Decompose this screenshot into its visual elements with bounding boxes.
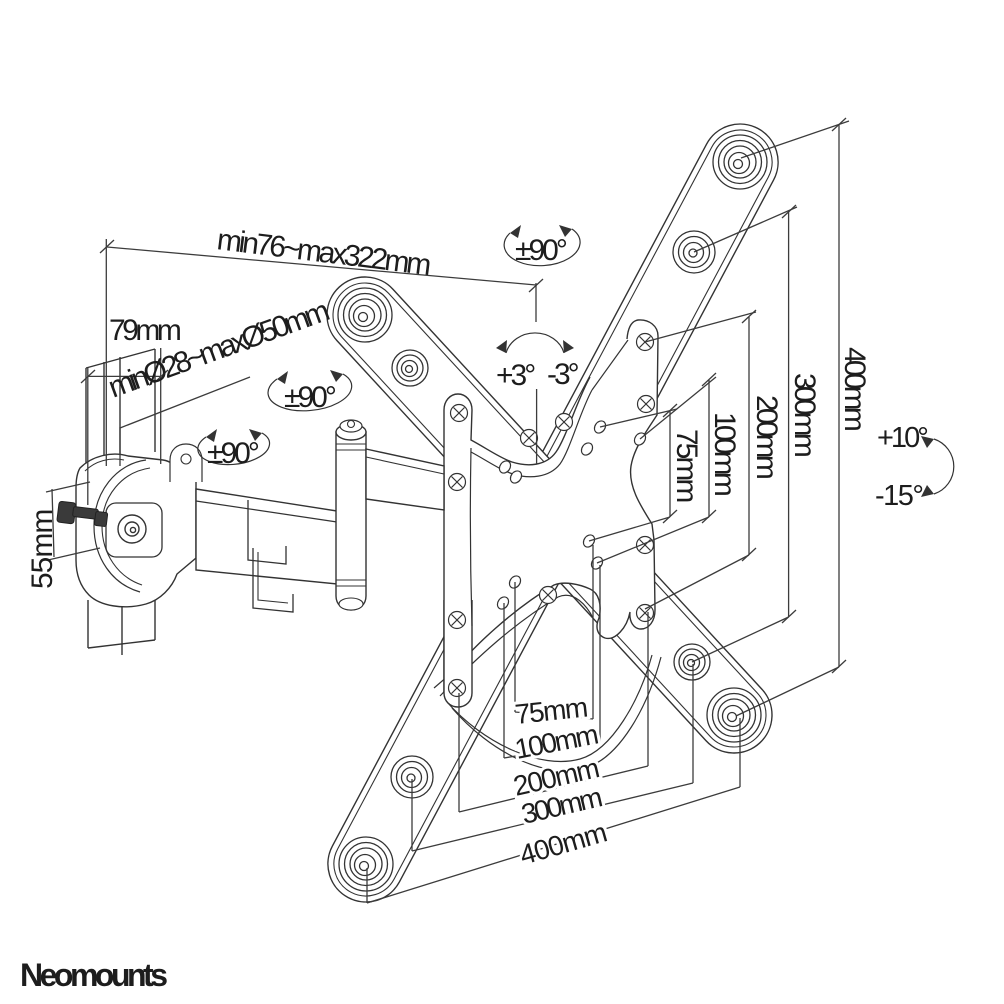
svg-text:±90°: ±90° [284,381,336,414]
svg-text:Neomounts: Neomounts [20,957,167,993]
svg-text:+3°: +3° [496,359,535,392]
svg-text:min76~max322mm: min76~max322mm [215,223,432,282]
svg-text:100mm: 100mm [708,412,741,496]
svg-text:75mm: 75mm [670,429,703,502]
svg-text:79mm: 79mm [109,314,181,347]
svg-text:±90°: ±90° [207,437,259,470]
svg-text:+10°: +10° [877,422,927,454]
svg-text:55mm: 55mm [26,510,59,589]
svg-text:-15°: -15° [875,480,923,512]
svg-text:300mm: 300mm [788,373,821,457]
svg-text:400mm: 400mm [838,347,871,431]
svg-text:-3°: -3° [547,358,579,391]
svg-text:±90°: ±90° [515,234,567,267]
svg-text:200mm: 200mm [750,395,783,479]
